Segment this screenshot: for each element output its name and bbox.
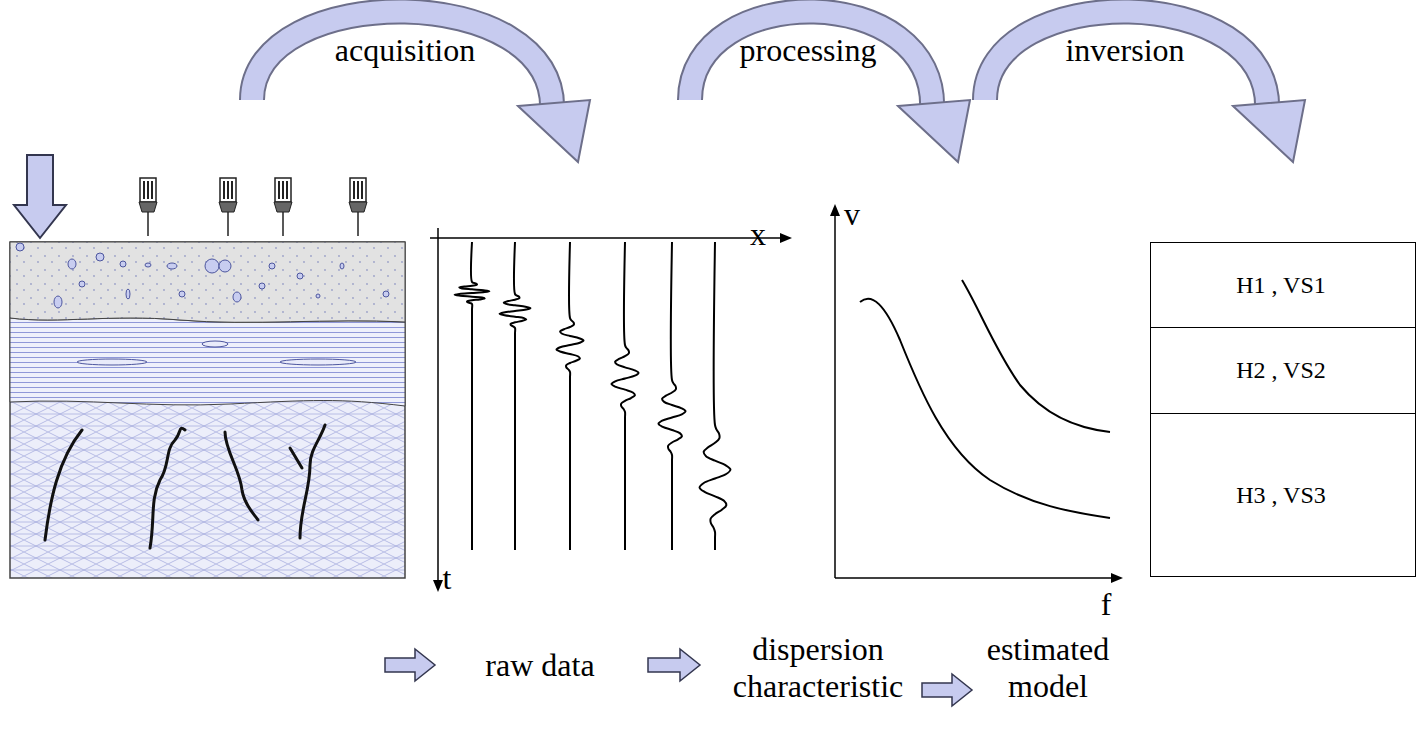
geophone-spike xyxy=(147,212,149,236)
seismic-trace xyxy=(700,242,731,550)
geophone xyxy=(274,178,292,236)
layer-parameters: H2 , VS2 xyxy=(1236,357,1326,384)
geophone-stripe xyxy=(286,181,288,199)
seismic-trace xyxy=(500,242,531,550)
geophone-stripe xyxy=(357,181,359,199)
dispersion-axes xyxy=(830,204,1123,583)
seismic-trace xyxy=(658,242,685,550)
geophone-spike xyxy=(227,212,229,236)
step-label: processing xyxy=(740,32,877,69)
seismic-trace xyxy=(611,242,638,550)
layer-parameters: H1 , VS1 xyxy=(1236,272,1326,299)
geophone-stripe xyxy=(353,181,355,199)
geophone-stripe xyxy=(361,181,363,199)
axis-label: x xyxy=(750,216,766,253)
geophone-stripe xyxy=(278,181,280,199)
geophone-stripe xyxy=(151,181,153,199)
geophone-base xyxy=(139,202,157,212)
geophone-stripe xyxy=(227,181,229,199)
geophone-body xyxy=(275,178,291,202)
seismic-trace xyxy=(455,242,490,550)
axis-label: v xyxy=(844,196,860,233)
geophone xyxy=(139,178,157,236)
geophone-stripe xyxy=(231,181,233,199)
stage-label: dispersion characteristic xyxy=(711,631,926,705)
curved-arrow xyxy=(690,11,970,162)
step-label: acquisition xyxy=(335,32,475,69)
geophone-body xyxy=(220,178,236,202)
geophone-spike xyxy=(282,212,284,236)
axis-label: f xyxy=(1101,586,1112,623)
geophone-stripe xyxy=(223,181,225,199)
step-label: inversion xyxy=(1065,32,1184,69)
axis-label: t xyxy=(443,560,452,597)
geophones xyxy=(139,178,367,236)
geophone xyxy=(349,178,367,236)
curved-arrow xyxy=(985,11,1305,162)
geophone-stripe xyxy=(147,181,149,199)
source-arrow xyxy=(14,155,66,238)
geophone-body xyxy=(140,178,156,202)
soil-profile xyxy=(10,242,405,578)
geophone-base xyxy=(349,202,367,212)
geophone xyxy=(219,178,237,236)
stage-label: raw data xyxy=(485,647,594,684)
geophone-base xyxy=(274,202,292,212)
model-layer: H1 , VS1 xyxy=(1150,242,1416,328)
model-layer: H3 , VS3 xyxy=(1150,413,1416,577)
seismogram-axes xyxy=(430,228,792,592)
geophone-spike xyxy=(357,212,359,236)
geophone-base xyxy=(219,202,237,212)
dispersion-curve xyxy=(860,280,1110,518)
geophone-stripe xyxy=(143,181,145,199)
layer-parameters: H3 , VS3 xyxy=(1236,482,1326,509)
stage-label: estimated model xyxy=(973,631,1123,705)
geophone-body xyxy=(350,178,366,202)
curved-arrow xyxy=(252,11,590,162)
model-layer: H2 , VS2 xyxy=(1150,327,1416,415)
seismic-traces xyxy=(455,242,731,550)
seismic-trace xyxy=(556,242,583,550)
geophone-stripe xyxy=(282,181,284,199)
